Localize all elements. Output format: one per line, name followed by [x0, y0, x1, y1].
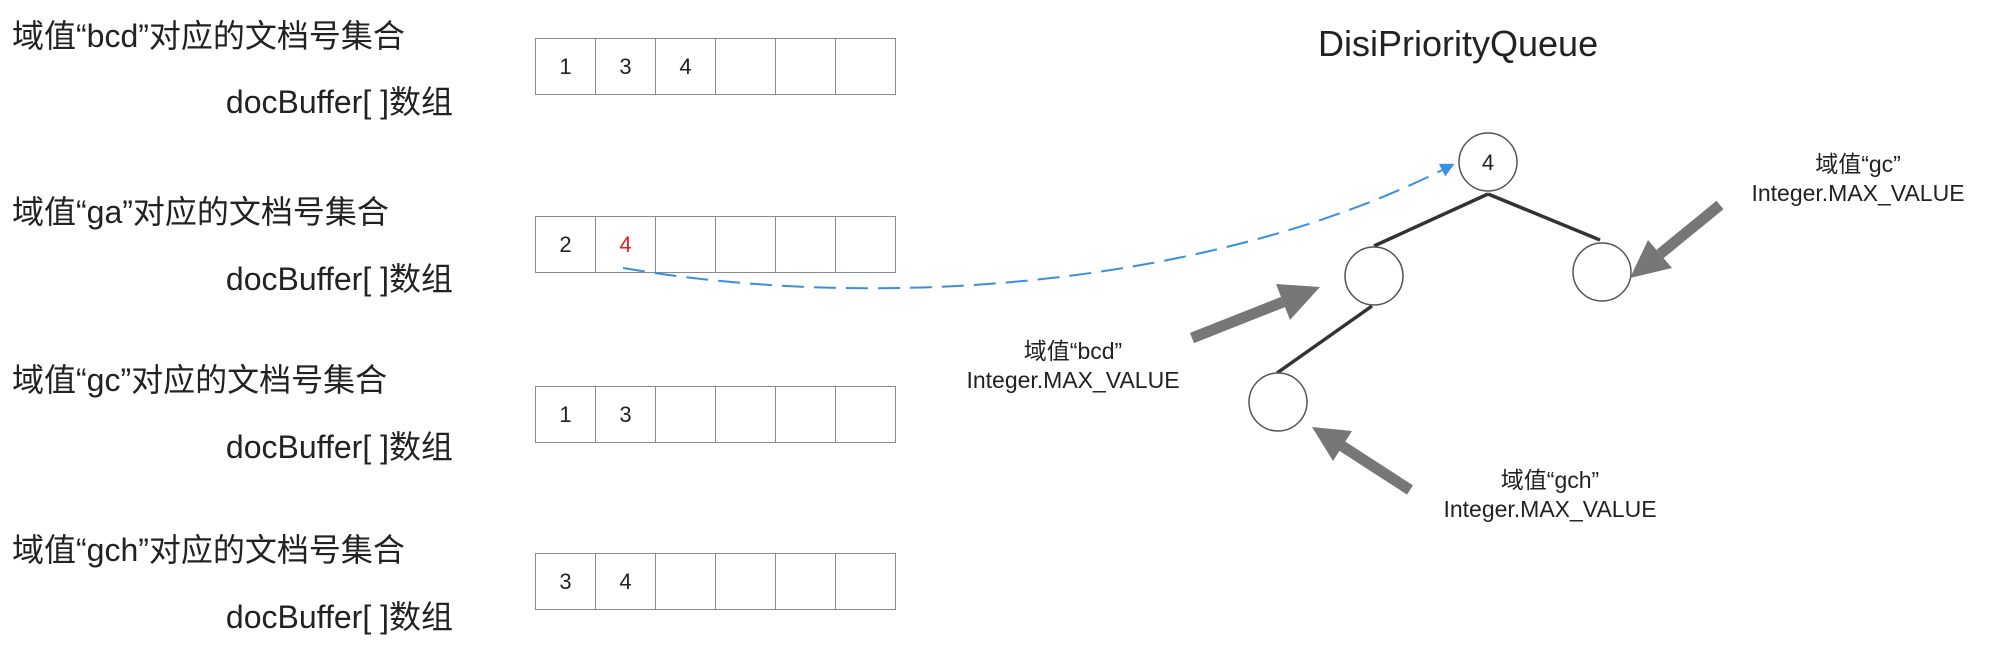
annotation-gc: 域值“gc” Integer.MAX_VALUE	[1727, 150, 1989, 208]
group-ga-title: 域值“ga”对应的文档号集合	[12, 194, 389, 230]
dashed-arrow-ga-to-root	[622, 163, 1455, 290]
tree-node-right	[1572, 242, 1632, 302]
tree-node-root-label: 4	[1482, 150, 1494, 175]
queue-title: DisiPriorityQueue	[1318, 23, 1599, 64]
group-gc-subtitle: docBuffer[ ]数组	[225, 429, 453, 465]
annotation-gch: 域值“gch” Integer.MAX_VALUE	[1419, 466, 1681, 524]
annotation-bcd-line2: Integer.MAX_VALUE	[966, 367, 1180, 393]
doc-cell	[716, 38, 776, 95]
group-gch-title: 域值“gch”对应的文档号集合	[12, 532, 405, 568]
doc-cell	[716, 216, 776, 273]
gray-arrow-bcd	[1189, 284, 1320, 344]
tree-edge-left-leaf	[1275, 304, 1374, 375]
doc-cell: 4	[596, 216, 656, 273]
doc-cell	[776, 386, 836, 443]
doc-cell: 2	[536, 216, 596, 273]
group-gch-subtitle: docBuffer[ ]数组	[225, 599, 453, 635]
doc-cell	[836, 216, 896, 273]
tree-node-left	[1344, 246, 1404, 306]
doc-cell	[776, 38, 836, 95]
tree-edge-root-left	[1373, 192, 1489, 248]
group-gc-title: 域值“gc”对应的文档号集合	[12, 362, 388, 398]
tree-node-root	[1458, 132, 1518, 192]
doc-cell: 4	[596, 553, 656, 610]
gray-arrow-gc	[1630, 200, 1724, 278]
annotation-bcd: 域值“bcd” Integer.MAX_VALUE	[942, 337, 1204, 395]
group-ga-subtitle: docBuffer[ ]数组	[225, 261, 453, 297]
doc-cell	[836, 38, 896, 95]
doc-cell: 4	[656, 38, 716, 95]
doc-cell	[776, 216, 836, 273]
gray-arrow-gch	[1312, 427, 1413, 495]
doc-cell	[716, 386, 776, 443]
annotation-bcd-line1: 域值“bcd”	[1023, 338, 1123, 364]
tree-node-left-left	[1248, 372, 1308, 432]
doc-cell	[776, 553, 836, 610]
doc-cell: 1	[536, 38, 596, 95]
doc-cell	[656, 216, 716, 273]
doc-cell	[836, 386, 896, 443]
doc-cell: 3	[596, 386, 656, 443]
doc-cell	[716, 553, 776, 610]
annotation-gc-line2: Integer.MAX_VALUE	[1751, 180, 1965, 206]
group-bcd-title: 域值“bcd”对应的文档号集合	[12, 18, 405, 54]
annotation-gch-line2: Integer.MAX_VALUE	[1443, 496, 1657, 522]
annotation-gch-line1: 域值“gch”	[1500, 467, 1600, 493]
group-bcd-subtitle: docBuffer[ ]数组	[225, 84, 453, 120]
doc-cell	[656, 386, 716, 443]
tree-edge-root-right	[1487, 192, 1601, 242]
doc-cell	[836, 553, 896, 610]
doc-cell: 3	[536, 553, 596, 610]
doc-cell: 3	[596, 38, 656, 95]
doc-cell: 1	[536, 386, 596, 443]
annotation-gc-line1: 域值“gc”	[1815, 151, 1901, 177]
doc-cell	[656, 553, 716, 610]
